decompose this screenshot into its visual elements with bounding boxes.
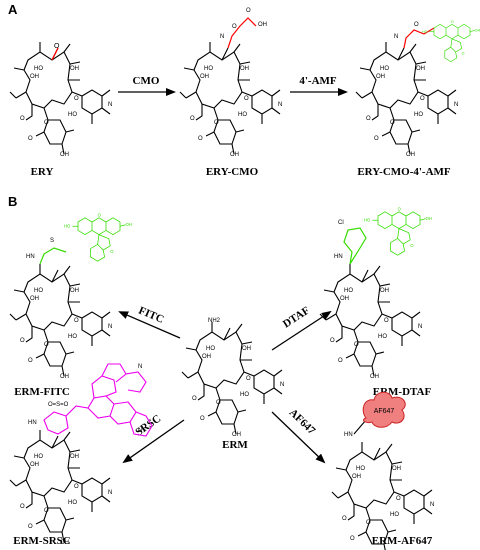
reagent-af647: AF647 [287,407,318,438]
sulforhodamine-dye [43,363,153,437]
fitc-sulfur: S [50,238,54,244]
srsc-sulfonyl: O=S=O [48,402,69,408]
structure-erm-srsc: HN O=S=O N N+ [9,363,153,547]
cmo-oxygen: O [232,24,237,30]
reagent-cmo: CMO [133,75,160,87]
label-erm-srsc: ERM-SRSC [13,535,71,547]
structure-erm: NH2 [181,318,285,439]
srsc-nitrogen: N [138,364,142,370]
structure-ery-cmo-amf: N O [355,19,480,159]
amf-oxygen: O [414,22,419,28]
panel-label-a: A [8,2,18,17]
amf-linker [403,27,435,49]
cmo-carbonyl-oxygen: O [246,8,251,14]
af647-cloud [362,391,406,428]
label-ery: ERY [31,166,54,178]
arrow-srsc [122,419,185,464]
amf-nitrogen: N [394,34,398,40]
structure-ery: O [9,41,113,159]
fitc-hn: HN [26,254,35,260]
arrow-dtaf [271,310,332,351]
srsc-n-plus: N+ [138,428,146,434]
ketone-oxygen: O [54,43,60,50]
erm-amine: NH2 [208,318,221,324]
structure-erm-dtaf: Cl HN [319,206,433,381]
dtaf-chlorine: Cl [338,220,344,226]
label-erm-af647: ERM-AF647 [372,535,433,547]
srsc-hn: HN [28,420,37,426]
structure-ery-cmo: N O OH O [179,8,283,159]
panel-label-b: B [8,194,17,209]
ketone-bond [51,47,59,61]
structure-erm-af647: HN AF647 [331,391,435,550]
structure-erm-fitc: S HN [9,212,133,381]
reagent-amf: 4'-AMF [299,75,337,87]
cmo-hydroxyl: OH [258,22,267,28]
cmo-nitrogen: N [220,34,224,40]
label-erm-fitc: ERM-FITC [14,386,70,398]
dtaf-triazine [343,227,367,265]
af647-cloud-label: AF647 [374,408,395,415]
cmo-linker [227,17,257,49]
dtaf-hn: HN [334,254,343,260]
af647-hn: HN [344,432,353,438]
label-erm: ERM [222,439,248,451]
fitc-thiourea [39,247,67,265]
reagent-fitc: FITC [137,305,166,326]
arrow-fitc [118,311,181,339]
label-ery-cmo: ERY-CMO [206,166,259,178]
label-ery-cmo-amf: ERY-CMO-4'-AMF [357,166,451,178]
arrow-af647 [271,411,326,464]
